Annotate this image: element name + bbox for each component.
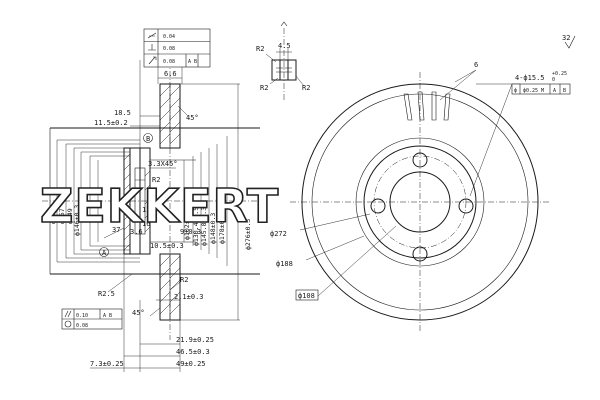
dim-21: 2.1±0.3 (174, 293, 204, 301)
dim-radius-a: R2 (152, 176, 160, 184)
dim-chamfer: 3.3X45° (148, 160, 178, 168)
bolt-hole-top (412, 152, 428, 168)
tolerance-frame-left: 0.10 A B 0.08 (61, 308, 123, 330)
dia-157: ф157 (58, 208, 66, 224)
vent-slots (403, 91, 451, 121)
tol-flatness-value: 0.04 (163, 34, 175, 40)
section-view (42, 30, 262, 372)
holes-tol-top: +0.25 (552, 71, 567, 77)
dim-radius-c: R2.5 (98, 290, 115, 298)
datum-a-circle (99, 247, 109, 257)
dim-radius-b: R2 (180, 276, 188, 284)
ring-bottom-hatching (159, 255, 181, 315)
dia-149: ф149 (66, 208, 74, 224)
tol-runout-datum: A B (188, 59, 197, 65)
position-frame: ф ф0.25 M A B (511, 83, 571, 95)
dia-148: ф148±0.3 (209, 213, 217, 244)
bolt-hole-left (370, 198, 386, 214)
hub-hatching (123, 153, 151, 251)
dim-219: 21.9±0.25 (176, 336, 214, 344)
dia-130: ф130.4±0.5 (192, 207, 200, 246)
dim-36: 3.6 (130, 228, 143, 236)
position-symbol: ф (514, 88, 517, 94)
dia-108: ф108 (298, 292, 315, 300)
bore-label: ф108 (295, 289, 319, 301)
tol-runout-value: 0.08 (163, 59, 175, 65)
detail-radius-2: R2 (302, 84, 310, 92)
dim-105: 10.5±0.3 (150, 242, 184, 250)
detail-view: R2 4.5 R2 R2 (256, 21, 310, 100)
datum-b-circle (143, 133, 153, 143)
datum-b-label: B (146, 135, 150, 143)
datum-a-label: A (102, 249, 107, 257)
circle-icon (64, 320, 72, 328)
dia-178: ф178±0.3 (218, 213, 226, 244)
front-view (290, 35, 576, 332)
position-value: ф0.25 M (523, 88, 544, 94)
leader-6: 6 (474, 61, 478, 69)
roughness-icon (564, 35, 576, 49)
ring-top-hatching (159, 85, 181, 145)
dim-angle-small: 37 (112, 226, 120, 234)
tolerance-frame-top: 0.04 0.08 0.08 A B (143, 28, 211, 68)
position-datum-b: B (563, 88, 566, 94)
roughness-value: 32 (562, 34, 570, 42)
dim-12: 12 (142, 206, 150, 214)
position-datum-a: A (553, 88, 556, 94)
parallelism-icon (64, 310, 72, 318)
tol-par-datum: A B (103, 313, 112, 319)
dim-offset-a: 18.5 (114, 109, 131, 117)
dim-angle-top: 45° (186, 114, 199, 122)
brand-watermark: ZEKKERT (40, 179, 279, 233)
arrow-up-icon (280, 21, 288, 27)
dim-offset-b: 11.5±0.2 (94, 119, 128, 127)
front-labels: 6 4-ф15.5 +0.25 0 ф272 ф188 32 (270, 34, 570, 268)
dia-272: ф272 (270, 230, 287, 238)
bolt-hole-bottom (412, 246, 428, 262)
detail-radius-3: R2 (260, 84, 268, 92)
tol-circle-value: 0.08 (76, 323, 88, 329)
perpendicularity-icon (148, 44, 156, 51)
dim-top-width: 6.6 (164, 70, 177, 78)
bolt-hole-right (458, 198, 474, 214)
flatness-icon (147, 32, 157, 39)
dia-102: ф102±0.2 (183, 209, 191, 240)
vertical-diameters: ф170 ф157 ф149 ф146±0.3 ф0.074 ф102±0.2 … (49, 204, 252, 250)
dia-276: ф276±0.3 (244, 219, 252, 250)
dim-465: 46.5±0.3 (176, 348, 210, 356)
dia-1458: ф145.8±0.3 (200, 207, 208, 246)
section-labels: 6.6 18.5 11.5±0.2 45° 3.3X45° 45° 37 R2 … (90, 70, 214, 368)
dia-188: ф188 (276, 260, 293, 268)
holes-tol-bottom: 0 (552, 77, 555, 83)
detail-radius-1: R2 (256, 45, 264, 53)
dim-angle-bottom: 45° (132, 309, 145, 317)
dim-16: 16 (142, 220, 150, 228)
tol-par-value: 0.10 (76, 313, 88, 319)
dia-146: ф146±0.3 (73, 205, 81, 236)
holes-label: 4-ф15.5 (515, 74, 545, 82)
dim-9: 9±0.3 (180, 228, 201, 236)
tol-perp-value: 0.08 (163, 46, 175, 52)
detail-width: 4.5 (278, 42, 291, 50)
dia-0074: ф0.074 (84, 204, 90, 222)
runout-icon (148, 56, 157, 65)
dia-170: ф170 (49, 208, 57, 224)
dim-49: 49±0.25 (176, 360, 206, 368)
dim-73: 7.3±0.25 (90, 360, 124, 368)
